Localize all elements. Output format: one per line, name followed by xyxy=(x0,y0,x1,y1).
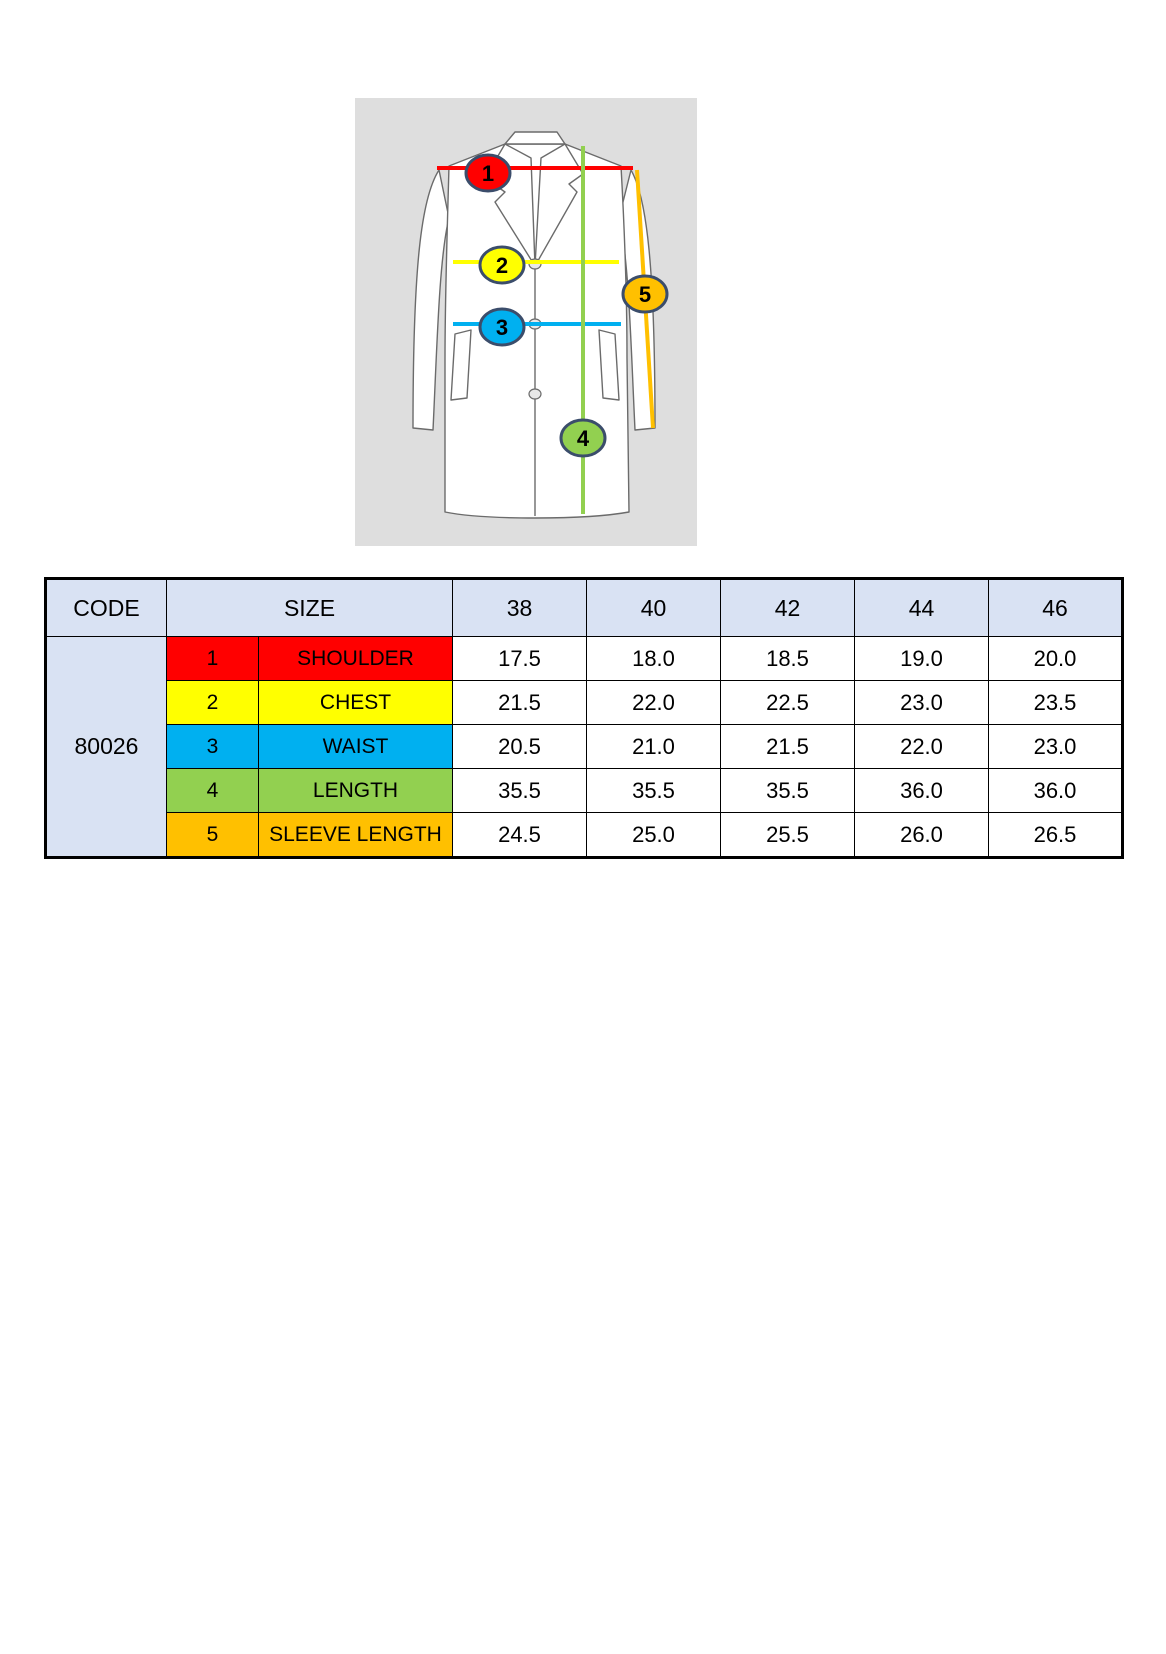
badge-1-icon: 1 xyxy=(464,153,512,193)
measurement-value: 17.5 xyxy=(452,636,587,681)
badge-3-label: 3 xyxy=(496,315,508,340)
measurement-label: WAIST xyxy=(258,724,453,769)
measurement-value: 25.0 xyxy=(586,812,721,858)
measurement-value: 23.5 xyxy=(988,680,1123,725)
badge-4-label: 4 xyxy=(577,426,590,451)
measurement-value: 26.5 xyxy=(988,812,1123,858)
measurement-value: 22.0 xyxy=(854,724,989,769)
product-code: 80026 xyxy=(45,636,167,858)
measurement-value: 21.5 xyxy=(720,724,855,769)
code-header: CODE xyxy=(45,578,167,637)
measurement-value: 35.5 xyxy=(720,768,855,813)
measurement-number: 1 xyxy=(166,636,259,681)
size-46-header: 46 xyxy=(988,578,1123,637)
measurement-label: LENGTH xyxy=(258,768,453,813)
measurement-number: 3 xyxy=(166,724,259,769)
measurement-value: 18.0 xyxy=(586,636,721,681)
measurement-value: 21.0 xyxy=(586,724,721,769)
measurement-label: CHEST xyxy=(258,680,453,725)
badge-4-icon: 4 xyxy=(559,418,607,458)
badge-3-icon: 3 xyxy=(478,307,526,347)
measurement-value: 20.0 xyxy=(988,636,1123,681)
badge-5-icon: 5 xyxy=(621,274,669,314)
measurement-value: 36.0 xyxy=(854,768,989,813)
measurement-number: 2 xyxy=(166,680,259,725)
badge-2-icon: 2 xyxy=(478,245,526,285)
measurement-value: 20.5 xyxy=(452,724,587,769)
measurement-label: SLEEVE LENGTH xyxy=(258,812,453,858)
size-38-header: 38 xyxy=(452,578,587,637)
badge-1-label: 1 xyxy=(482,161,494,186)
measurement-value: 36.0 xyxy=(988,768,1123,813)
measurement-label: SHOULDER xyxy=(258,636,453,681)
measurement-number: 4 xyxy=(166,768,259,813)
measurement-value: 26.0 xyxy=(854,812,989,858)
coat-illustration: 1 2 3 4 5 xyxy=(412,131,669,519)
size-header: SIZE xyxy=(166,578,453,637)
size-44-header: 44 xyxy=(854,578,989,637)
measurement-number: 5 xyxy=(166,812,259,858)
measurement-value: 22.5 xyxy=(720,680,855,725)
badge-5-label: 5 xyxy=(639,282,651,307)
measurement-value: 25.5 xyxy=(720,812,855,858)
measurement-value: 19.0 xyxy=(854,636,989,681)
measurement-value: 22.0 xyxy=(586,680,721,725)
coat-measurement-figure: 1 2 3 4 5 xyxy=(355,98,697,546)
size-42-header: 42 xyxy=(720,578,855,637)
header-row: CODE SIZE 38 40 42 44 46 xyxy=(45,578,1123,637)
measurement-value: 18.5 xyxy=(720,636,855,681)
measurement-value: 23.0 xyxy=(988,724,1123,769)
badge-2-label: 2 xyxy=(496,253,508,278)
size-40-header: 40 xyxy=(586,578,721,637)
measurement-value: 23.0 xyxy=(854,680,989,725)
measurement-value: 35.5 xyxy=(586,768,721,813)
measurement-value: 35.5 xyxy=(452,768,587,813)
measurement-value: 24.5 xyxy=(452,812,587,858)
measurement-value: 21.5 xyxy=(452,680,587,725)
